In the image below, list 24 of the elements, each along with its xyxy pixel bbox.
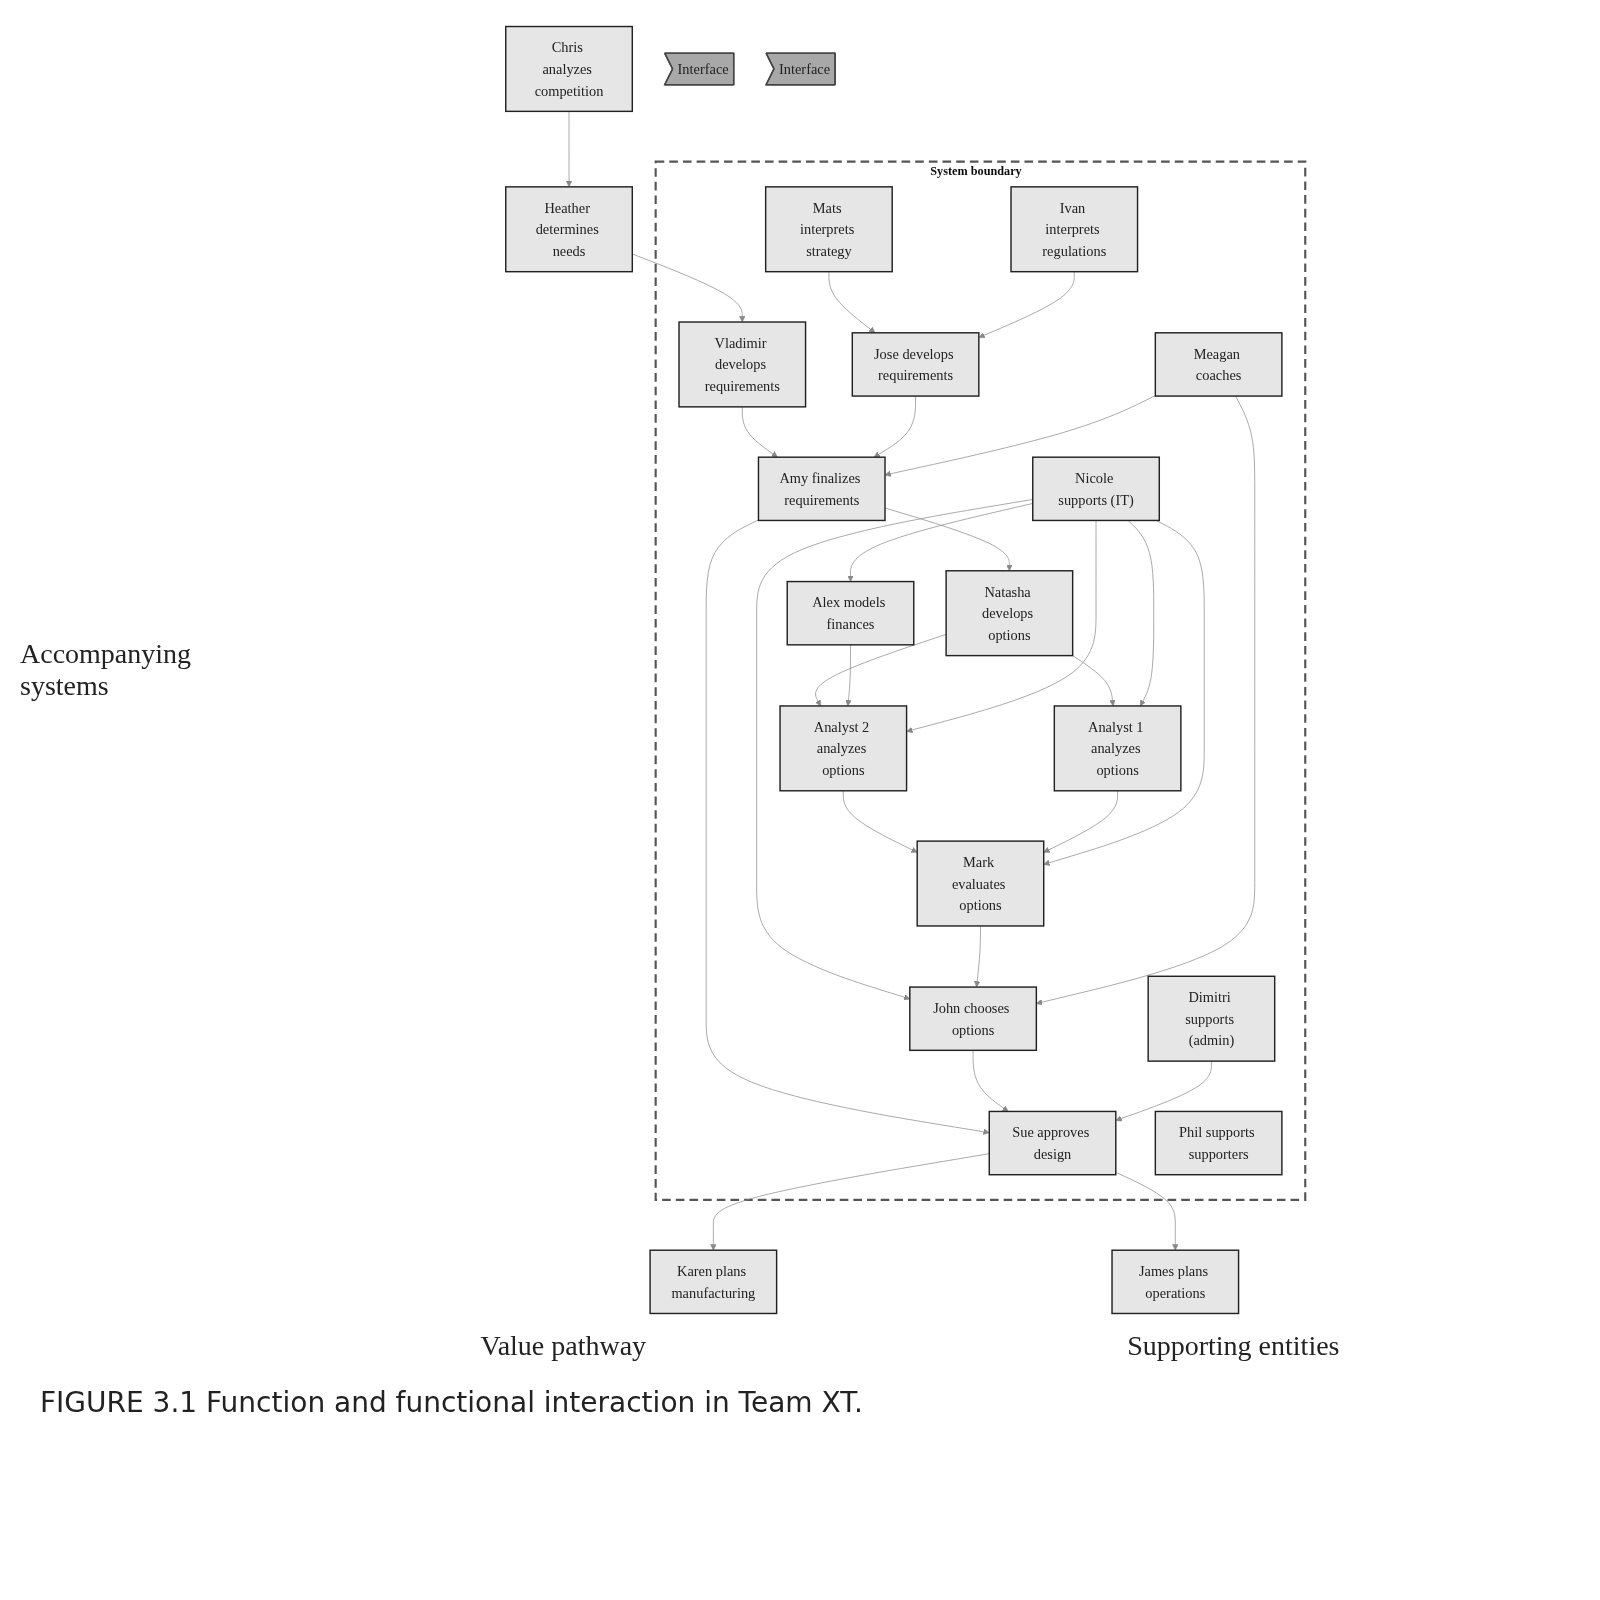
node-box: Mark evaluates options [915,840,1044,927]
label-text: Accompanying systems [20,638,193,702]
node-box: Analyst 1 analyzes options [1053,705,1182,792]
node-box: Karen plans manufacturing [648,1249,777,1315]
node-box: Meagan coaches [1154,332,1283,397]
node-box: Vladimir develops requirements [677,321,806,408]
label-text: Value pathway [480,1330,647,1362]
label-text: Supporting entities [1127,1330,1340,1362]
node-box: Heather determines needs [504,186,633,273]
node-box: James plans operations [1110,1249,1239,1315]
node-box: Mats interprets strategy [764,186,893,273]
node-box: Natasha develops options [944,570,1073,657]
node-box: John chooses options [908,986,1037,1052]
node-box: Nicole supports (IT) [1031,456,1160,522]
node-box: Analyst 2 analyzes options [778,705,907,792]
node-box: Amy finalizes requirements [757,456,886,522]
node-box: Ivan interprets regulations [1009,186,1138,273]
node-box: Sue approves design [988,1110,1116,1176]
figure-caption: FIGURE 3.1 Function and functional interaction in Team XT. [40,1386,864,1419]
node-box: Chris analyzes competition [504,25,633,113]
node-box: Jose develops requirements [851,332,980,397]
node-box: Alex models finances [786,580,914,646]
node-box: Phil supports supporters [1154,1110,1283,1176]
node-box: Dimitri supports (admin) [1146,975,1275,1062]
